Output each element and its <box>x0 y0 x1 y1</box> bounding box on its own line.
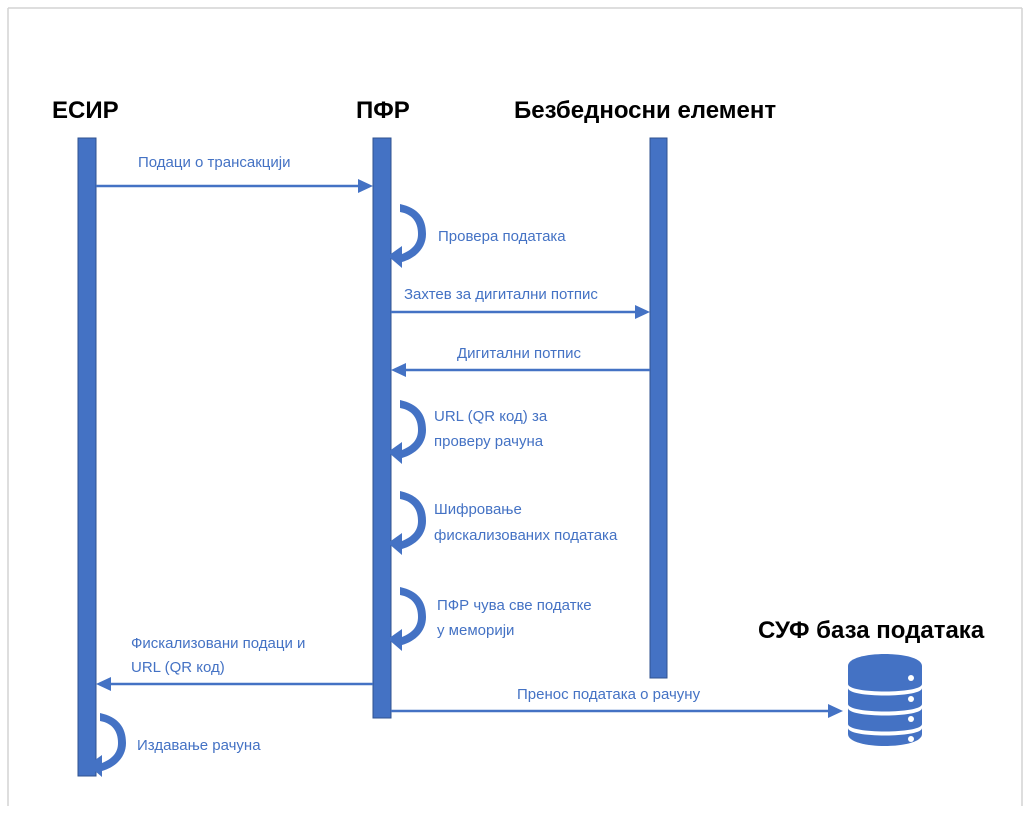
message-signature-request: Захтев за дигитални потпис <box>391 286 650 319</box>
label-memory-line2: у меморији <box>437 622 514 639</box>
database-icon <box>848 654 922 746</box>
self-loop-data-check: Провера података <box>388 204 566 268</box>
participant-pfr: ПФР <box>356 97 410 124</box>
label-url-qr-line2: проверу рачуна <box>434 433 544 450</box>
lifeline-pfr <box>372 137 392 719</box>
label-data-check: Провера података <box>438 228 566 245</box>
message-digital-signature: Дигитални потпис <box>391 345 650 377</box>
lifeline-esir <box>77 137 97 777</box>
label-signature-request: Захтев за дигитални потпис <box>404 286 598 303</box>
message-fiscalized-data: Фискализовани подаци и URL (QR код) <box>96 635 373 691</box>
participant-esir: ЕСИР <box>52 97 119 124</box>
label-encryption-line2: фискализованих података <box>434 527 618 544</box>
label-encryption-line1: Шифровање <box>434 501 522 518</box>
label-memory-line1: ПФР чува све податке <box>437 597 592 614</box>
label-receipt-transfer: Пренос података о рачуну <box>517 686 701 703</box>
curved-arrow-icon <box>388 587 426 651</box>
message-receipt-transfer: Пренос података о рачуну <box>391 686 843 718</box>
self-loop-receipt-issue: Издавање рачуна <box>88 713 261 777</box>
curved-arrow-icon <box>388 204 426 268</box>
participant-database: СУФ база података <box>758 617 985 644</box>
label-url-qr-line1: URL (QR код) за <box>434 408 548 425</box>
self-loop-encryption: Шифровање фискализованих података <box>388 491 618 555</box>
self-loop-url-qr: URL (QR код) за проверу рачуна <box>388 400 548 464</box>
participant-secure-element: Безбедносни елемент <box>514 97 776 124</box>
message-transaction-data: Подаци о трансакцији <box>96 154 373 193</box>
curved-arrow-icon <box>388 400 426 464</box>
self-loop-memory: ПФР чува све податке у меморији <box>388 587 592 651</box>
label-transaction-data: Подаци о трансакцији <box>138 154 290 171</box>
lifeline-secure-element <box>649 137 668 679</box>
label-digital-signature: Дигитални потпис <box>457 345 582 362</box>
label-fiscalized-line1: Фискализовани подаци и <box>131 635 305 652</box>
curved-arrow-icon <box>388 491 426 555</box>
label-receipt-issue: Издавање рачуна <box>137 737 261 754</box>
label-fiscalized-line2: URL (QR код) <box>131 659 225 676</box>
